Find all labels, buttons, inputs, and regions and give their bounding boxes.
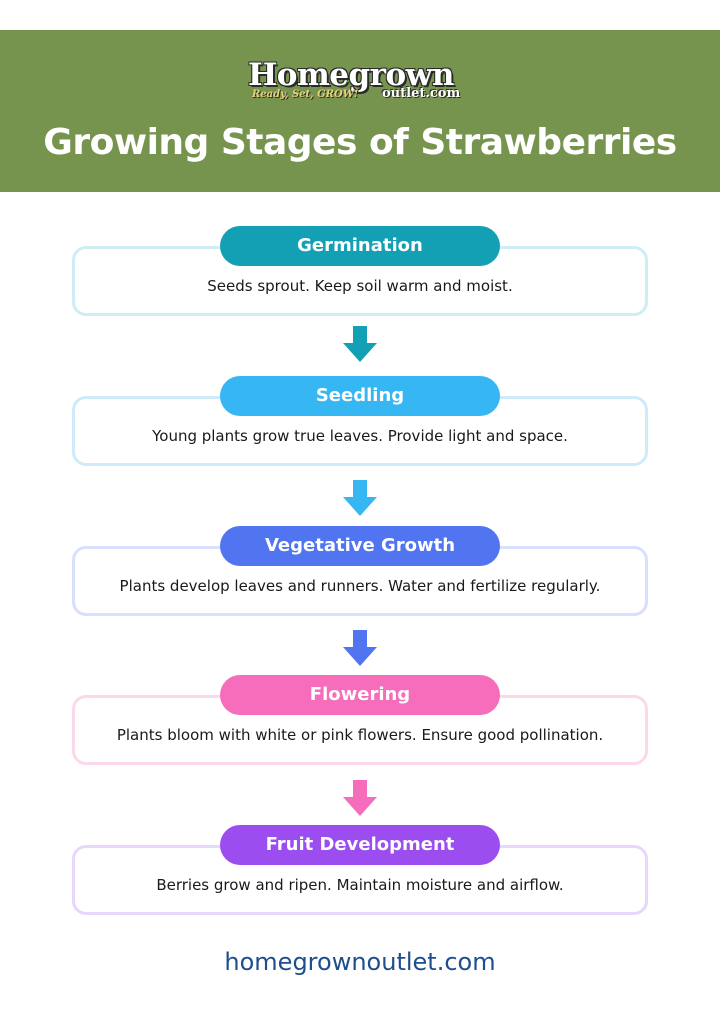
- arrow-down-icon: [343, 630, 377, 666]
- stage-description: Seeds sprout. Keep soil warm and moist.: [207, 277, 513, 295]
- stage-label: Fruit Development: [220, 825, 500, 865]
- stage-seedling: Seedling Young plants grow true leaves. …: [72, 376, 648, 486]
- page-title: Growing Stages of Strawberries: [43, 122, 677, 163]
- brand-logo[interactable]: Homegrown Ready, Set, GROW! outlet.com: [248, 58, 468, 102]
- arrow-shape: [343, 326, 377, 362]
- stage-vegetative-growth: Vegetative Growth Plants develop leaves …: [72, 526, 648, 636]
- logo-domain: outlet.com: [382, 86, 461, 101]
- logo-wordmark: Homegrown: [248, 57, 454, 93]
- footer-website-link[interactable]: homegrownoutlet.com: [224, 948, 496, 976]
- stage-label: Vegetative Growth: [220, 526, 500, 566]
- top-margin: [0, 0, 720, 30]
- stage-label: Seedling: [220, 376, 500, 416]
- stage-flowering: Flowering Plants bloom with white or pin…: [72, 675, 648, 785]
- stage-description: Berries grow and ripen. Maintain moistur…: [156, 876, 564, 894]
- logo-tagline: Ready, Set, GROW!: [252, 89, 359, 100]
- stage-label: Flowering: [220, 675, 500, 715]
- arrow-down-icon: [343, 480, 377, 516]
- stage-description: Plants develop leaves and runners. Water…: [119, 577, 601, 595]
- stage-description: Young plants grow true leaves. Provide l…: [152, 427, 568, 445]
- arrow-down-icon: [343, 326, 377, 362]
- arrow-shape: [343, 630, 377, 666]
- arrow-shape: [343, 480, 377, 516]
- stage-germination: Germination Seeds sprout. Keep soil warm…: [72, 226, 648, 336]
- header-banner: Homegrown Ready, Set, GROW! outlet.com G…: [0, 30, 720, 192]
- stage-label: Germination: [220, 226, 500, 266]
- stage-fruit-development: Fruit Development Berries grow and ripen…: [72, 825, 648, 935]
- stage-description: Plants bloom with white or pink flowers.…: [116, 726, 604, 744]
- arrow-shape: [343, 780, 377, 816]
- arrow-down-icon: [343, 780, 377, 816]
